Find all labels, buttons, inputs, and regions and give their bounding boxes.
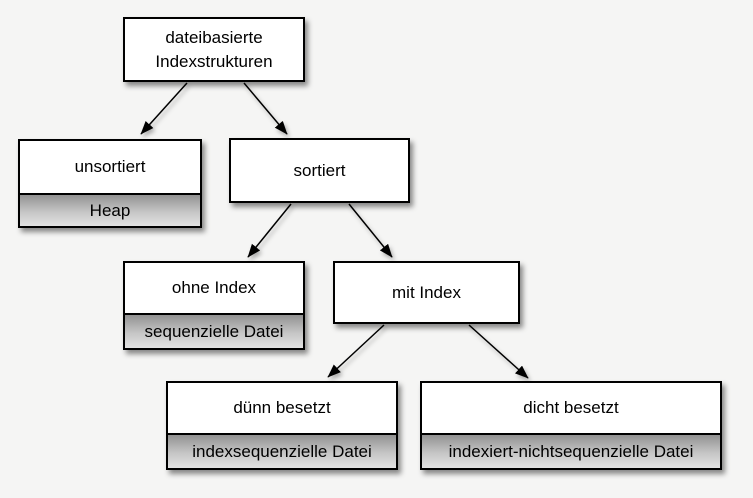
node-unsortiert: unsortiert Heap	[18, 139, 202, 228]
edge-root-unsortiert	[140, 82, 188, 135]
node-dicht-besetzt: dicht besetzt indexiert-nichtsequenziell…	[420, 381, 722, 470]
node-label: dateibasierte Indexstrukturen	[155, 27, 273, 71]
node-label: sortiert	[293, 160, 346, 180]
node-sublabel: sequenzielle Datei	[125, 313, 303, 348]
node-label: dicht besetzt	[523, 398, 619, 417]
node-sublabel: Heap	[20, 193, 200, 226]
node-ohne-index: ohne Index sequenzielle Datei	[123, 261, 305, 350]
node-sortiert: sortiert	[229, 138, 410, 203]
edge-mit-index-dicht	[468, 324, 529, 379]
node-label: unsortiert	[74, 157, 146, 176]
node-dateibasierte-indexstrukturen: dateibasierte Indexstrukturen	[123, 17, 305, 82]
edge-mit-index-duenn	[327, 324, 385, 378]
node-label: ohne Index	[171, 278, 257, 297]
node-duenn-besetzt: dünn besetzt indexsequenzielle Datei	[166, 381, 398, 470]
edge-root-sortiert	[243, 82, 288, 135]
edge-sortiert-mit-index	[348, 203, 393, 258]
node-label: mit Index	[392, 282, 461, 302]
node-sublabel: indexsequenzielle Datei	[168, 433, 396, 468]
node-sublabel: indexiert-nichtsequenzielle Datei	[422, 433, 720, 468]
node-label: dünn besetzt	[233, 398, 331, 417]
node-mit-index: mit Index	[333, 261, 520, 324]
edge-sortiert-ohne-index	[247, 203, 292, 258]
